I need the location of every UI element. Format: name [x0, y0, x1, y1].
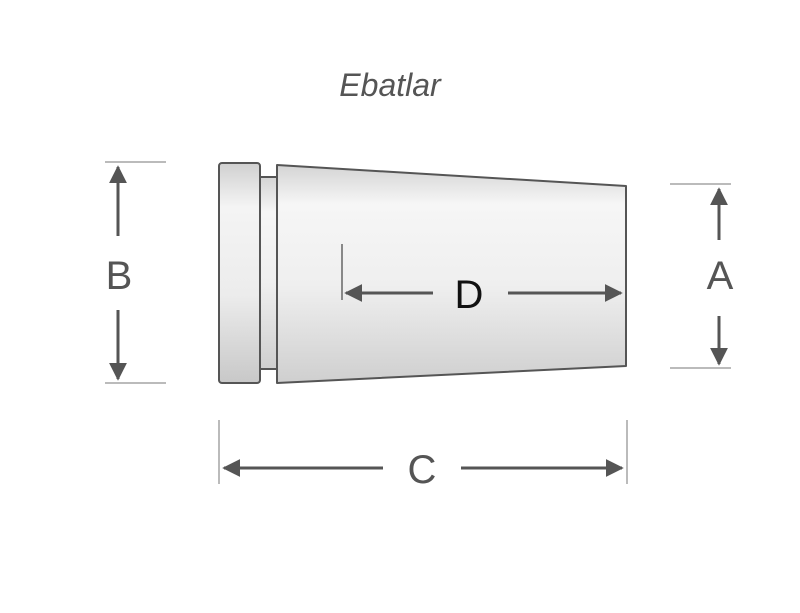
collet-head-ring: [218, 162, 261, 384]
d-label: D: [455, 273, 484, 317]
collet-tapered-body: [276, 164, 627, 384]
collet-neck: [259, 176, 278, 370]
c-label: C: [408, 448, 437, 492]
a-label: A: [707, 254, 734, 298]
b-label: B: [106, 254, 133, 298]
diagram-title: Ebatlar: [339, 67, 442, 103]
